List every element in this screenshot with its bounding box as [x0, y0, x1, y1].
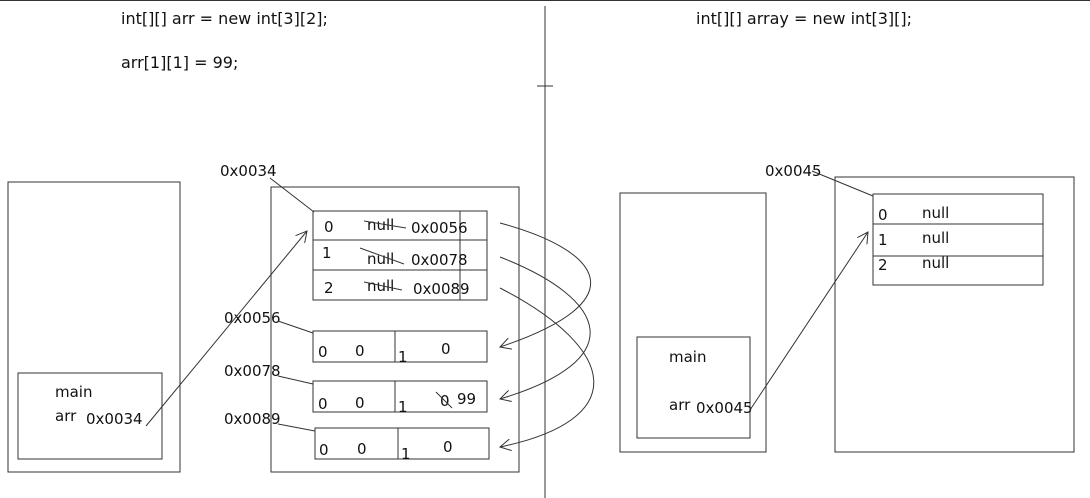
inner-0-idx1: 1: [398, 348, 408, 366]
inner-2-idx1: 1: [401, 445, 411, 463]
left-frame-label: main: [55, 383, 92, 401]
outer-old-0: null: [367, 216, 394, 234]
left-heap: [270, 186, 520, 473]
inner-0-idx0: 0: [318, 343, 328, 361]
inner-array-2: [314, 427, 490, 460]
strike-old-0: [363, 220, 407, 229]
outer-old-1: null: [367, 250, 394, 268]
right-main-frame: [636, 336, 751, 439]
strike-inner-1: [435, 391, 453, 409]
left-outer-array: [312, 210, 488, 301]
outer-ref-1: 0x0078: [411, 251, 468, 269]
left-heap-addr-leader: [269, 177, 315, 213]
left-main-frame: [17, 372, 163, 460]
inner-addr-2: 0x0089: [224, 410, 281, 428]
left-code-line-2: arr[1][1] = 99;: [121, 53, 238, 72]
inner-array-1: [312, 380, 488, 413]
outer-ref-2: 0x0089: [413, 280, 470, 298]
right-frame-label: main: [669, 348, 706, 366]
right-stack: [619, 192, 767, 453]
outer-index-0: 0: [324, 218, 334, 236]
right-code-line-1: int[][] array = new int[3][];: [696, 9, 912, 28]
right-var-name: arr: [669, 396, 691, 414]
inner-2-val1: 0: [443, 438, 453, 456]
right-var-value: 0x0045: [696, 399, 753, 417]
inner-array-0: [312, 330, 488, 363]
right-outer-index-2: 2: [878, 256, 888, 274]
inner-1-val1: 99: [457, 390, 476, 408]
inner-1-idx1: 1: [398, 398, 408, 416]
outer-index-2: 2: [324, 279, 334, 297]
left-var-name: arr: [55, 407, 77, 425]
right-heap-addr-leader: [811, 170, 874, 197]
inner-0-val0: 0: [355, 342, 365, 360]
arrow-right-stack-to-outer: [749, 232, 868, 411]
arrow-row1-to-inner1: [500, 256, 591, 399]
left-var-value: 0x0034: [86, 410, 143, 428]
outer-ref-0: 0x0056: [411, 219, 468, 237]
left-code-line-1: int[][] arr = new int[3][2];: [121, 9, 328, 28]
inner-2-idx0: 0: [319, 441, 329, 459]
right-outer-index-1: 1: [878, 231, 888, 249]
strike-old-2: [363, 281, 403, 291]
outer-index-1: 1: [322, 244, 332, 262]
right-outer-array: [872, 193, 1044, 286]
right-outer-value-2: null: [922, 254, 949, 272]
right-heap: [834, 176, 1075, 453]
inner-addr-0: 0x0056: [224, 309, 281, 327]
right-outer-value-1: null: [922, 229, 949, 247]
arrow-stack-to-outer: [145, 231, 307, 427]
strike-old-1: [359, 247, 405, 265]
inner-1-val0: 0: [355, 394, 365, 412]
inner-addr-1: 0x0078: [224, 362, 281, 380]
arrow-row2-to-inner2: [500, 287, 595, 447]
inner-1-idx0: 0: [318, 395, 328, 413]
right-outer-value-0: null: [922, 204, 949, 222]
arrow-row0-to-inner0: [500, 222, 592, 347]
right-outer-index-0: 0: [878, 206, 888, 224]
inner-0-val1: 0: [441, 340, 451, 358]
left-stack: [7, 181, 181, 473]
left-heap-addr: 0x0034: [220, 162, 277, 180]
right-heap-addr: 0x0045: [765, 162, 822, 180]
inner-2-val0: 0: [357, 440, 367, 458]
